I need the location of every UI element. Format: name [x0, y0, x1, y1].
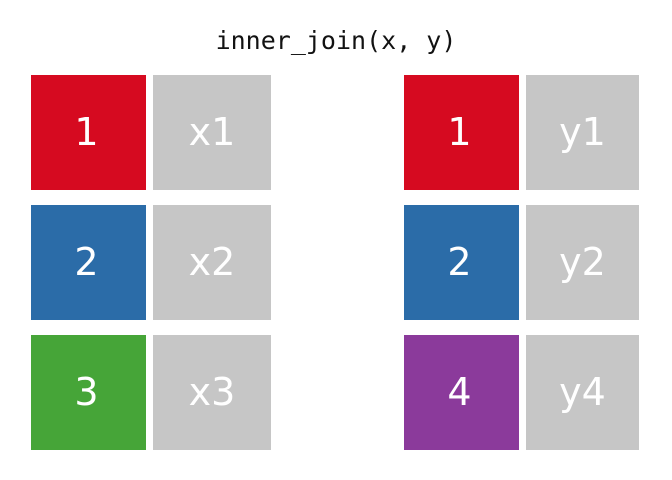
table-row: 2 y2 — [404, 205, 639, 320]
table-row: 2 x2 — [31, 205, 271, 320]
value-box: y1 — [526, 75, 639, 190]
value-label: y4 — [559, 370, 606, 414]
value-box: y2 — [526, 205, 639, 320]
value-label: y1 — [559, 110, 606, 154]
diagram-title: inner_join(x, y) — [215, 26, 457, 55]
key-label: 3 — [74, 370, 99, 414]
key-box: 1 — [31, 75, 146, 190]
value-label: x2 — [188, 240, 236, 284]
value-box: y4 — [526, 335, 639, 450]
table-x: 1 x1 2 x2 3 x3 — [31, 75, 271, 450]
table-row: 1 x1 — [31, 75, 271, 190]
key-box: 2 — [31, 205, 146, 320]
key-label: 2 — [447, 240, 472, 284]
key-label: 1 — [447, 110, 472, 154]
key-box: 2 — [404, 205, 519, 320]
value-label: x1 — [188, 110, 236, 154]
value-box: x2 — [153, 205, 271, 320]
table-y: 1 y1 2 y2 4 y4 — [404, 75, 639, 450]
table-row: 1 y1 — [404, 75, 639, 190]
table-row: 4 y4 — [404, 335, 639, 450]
value-box: x1 — [153, 75, 271, 190]
table-row: 3 x3 — [31, 335, 271, 450]
value-box: x3 — [153, 335, 271, 450]
value-label: y2 — [559, 240, 606, 284]
key-box: 4 — [404, 335, 519, 450]
key-label: 2 — [74, 240, 99, 284]
key-box: 1 — [404, 75, 519, 190]
key-label: 4 — [447, 370, 472, 414]
key-box: 3 — [31, 335, 146, 450]
key-label: 1 — [74, 110, 99, 154]
value-label: x3 — [188, 370, 236, 414]
